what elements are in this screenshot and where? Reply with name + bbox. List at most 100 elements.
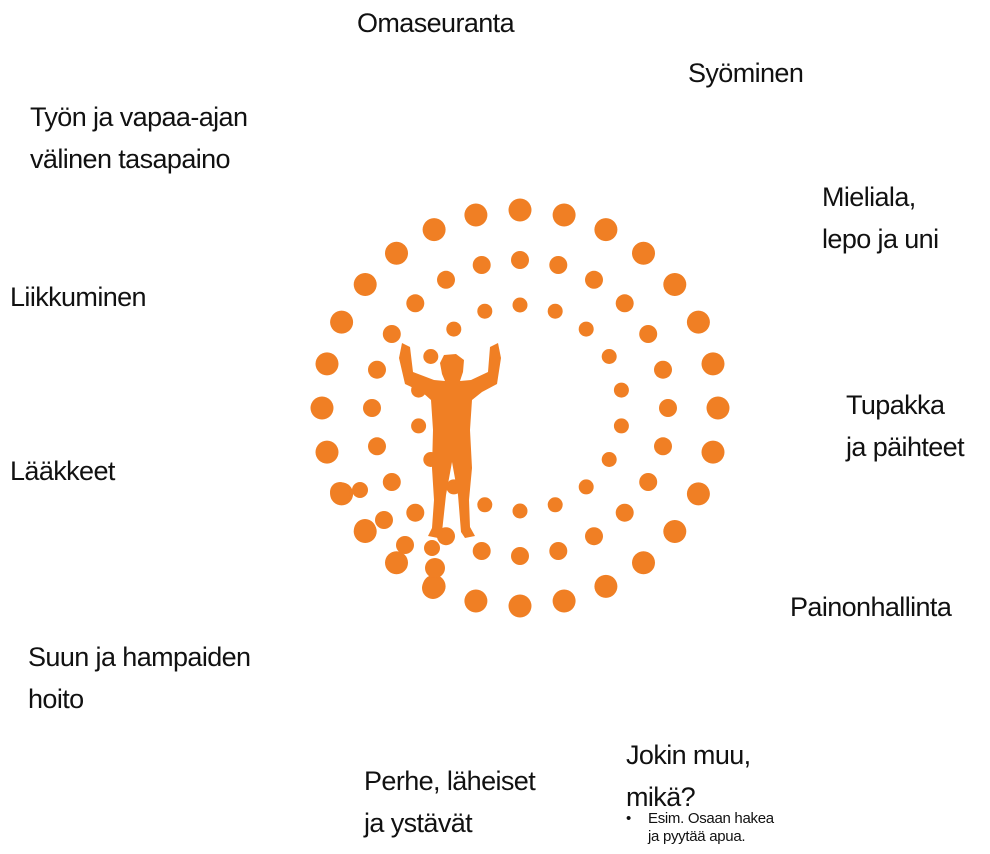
- topic-laakkeet[interactable]: Lääkkeet: [10, 450, 115, 492]
- topic-mood-rest-sleep-label-1: Mieliala,: [822, 176, 939, 218]
- topic-omaseuranta-label: Omaseuranta: [357, 2, 514, 44]
- topic-oral-health-label-1: Suun ja hampaiden: [28, 636, 250, 678]
- topic-oral-health-label-2: hoito: [28, 678, 250, 720]
- ring-3-dot: [579, 322, 594, 337]
- topic-work-life-balance-label-1: Työn ja vapaa-ajan: [30, 96, 247, 138]
- topic-mood-rest-sleep[interactable]: Mieliala, lepo ja uni: [822, 176, 939, 260]
- trailing-dot: [396, 536, 414, 554]
- ring-3-dot: [513, 504, 528, 519]
- trailing-dot: [422, 577, 444, 599]
- ring-2-dot: [549, 256, 567, 274]
- ring-1-dot: [385, 551, 408, 574]
- topic-tobacco-substances-label-2: ja päihteet: [846, 426, 964, 468]
- trailing-dot: [330, 482, 350, 502]
- topic-syominen-label: Syöminen: [688, 52, 803, 94]
- ring-2-dot: [654, 437, 672, 455]
- ring-1-dot: [707, 397, 730, 420]
- ring-3-dot: [602, 349, 617, 364]
- ring-2-dot: [406, 294, 424, 312]
- bullet-icon: •: [626, 810, 631, 828]
- topic-liikkuminen-label: Liikkuminen: [10, 276, 146, 318]
- topic-family-friends[interactable]: Perhe, läheiset ja ystävät: [364, 760, 535, 844]
- topic-omaseuranta[interactable]: Omaseuranta: [357, 2, 514, 44]
- topic-painonhallinta[interactable]: Painonhallinta: [790, 586, 951, 628]
- dot-rings: [311, 199, 730, 618]
- ring-2-dot: [549, 542, 567, 560]
- ring-1-dot: [330, 311, 353, 334]
- ring-2-dot: [659, 399, 677, 417]
- ring-3-dot: [614, 383, 629, 398]
- ring-1-dot: [687, 311, 710, 334]
- topic-work-life-balance-label-2: välinen tasapaino: [30, 138, 247, 180]
- ring-1-dot: [702, 352, 725, 375]
- ring-2-dot: [616, 504, 634, 522]
- ring-1-dot: [311, 397, 334, 420]
- topic-work-life-balance[interactable]: Työn ja vapaa-ajan välinen tasapaino: [30, 96, 247, 180]
- ring-2-dot: [473, 256, 491, 274]
- ring-2-dot: [363, 399, 381, 417]
- ring-3-dot: [423, 349, 438, 364]
- topic-laakkeet-label: Lääkkeet: [10, 450, 115, 492]
- ring-2-dot: [437, 271, 455, 289]
- trailing-dot: [375, 511, 393, 529]
- ring-1-dot: [594, 575, 617, 598]
- topic-tobacco-substances-label-1: Tupakka: [846, 384, 964, 426]
- ring-2-dot: [639, 325, 657, 343]
- topic-oral-health[interactable]: Suun ja hampaiden hoito: [28, 636, 250, 720]
- topic-syominen[interactable]: Syöminen: [688, 52, 803, 94]
- ring-2-dot: [654, 361, 672, 379]
- ring-2-dot: [585, 527, 603, 545]
- ring-1-dot: [702, 441, 725, 464]
- ring-2-dot: [473, 542, 491, 560]
- topic-other[interactable]: Jokin muu, mikä?: [626, 734, 751, 818]
- topic-family-friends-label-1: Perhe, läheiset: [364, 760, 535, 802]
- ring-3-dot: [477, 497, 492, 512]
- topic-other-label-1: Jokin muu,: [626, 734, 751, 776]
- ring-1-dot: [354, 273, 377, 296]
- ring-3-dot: [513, 298, 528, 313]
- ring-3-dot: [548, 304, 563, 319]
- topic-liikkuminen[interactable]: Liikkuminen: [10, 276, 146, 318]
- ring-2-dot: [511, 547, 529, 565]
- ring-3-dot: [602, 452, 617, 467]
- ring-2-dot: [511, 251, 529, 269]
- ring-3-dot: [411, 418, 426, 433]
- ring-1-dot: [509, 199, 532, 222]
- ring-3-dot: [614, 418, 629, 433]
- ring-1-dot: [594, 218, 617, 241]
- ring-3-dot: [579, 479, 594, 494]
- ring-2-dot: [383, 325, 401, 343]
- topic-painonhallinta-label: Painonhallinta: [790, 586, 951, 628]
- ring-2-dot: [368, 361, 386, 379]
- topic-mood-rest-sleep-label-2: lepo ja uni: [822, 218, 939, 260]
- ring-1-dot: [423, 218, 446, 241]
- ring-1-dot: [464, 590, 487, 613]
- ring-1-dot: [316, 352, 339, 375]
- ring-3-dot: [446, 322, 461, 337]
- ring-1-dot: [316, 441, 339, 464]
- ring-3-dot: [548, 497, 563, 512]
- trailing-dot: [352, 482, 368, 498]
- trailing-dot: [354, 519, 376, 541]
- ring-2-dot: [406, 504, 424, 522]
- topic-tobacco-substances[interactable]: Tupakka ja päihteet: [846, 384, 964, 468]
- ring-1-dot: [687, 482, 710, 505]
- topic-family-friends-label-2: ja ystävät: [364, 802, 535, 844]
- ring-1-dot: [553, 204, 576, 227]
- ring-1-dot: [663, 520, 686, 543]
- ring-1-dot: [464, 204, 487, 227]
- ring-3-dot: [477, 304, 492, 319]
- trailing-dot: [425, 558, 445, 578]
- ring-2-dot: [616, 294, 634, 312]
- ring-1-dot: [385, 242, 408, 265]
- ring-1-dot: [663, 273, 686, 296]
- ring-2-dot: [368, 437, 386, 455]
- example-note-line-1: Esim. Osaan hakea: [648, 810, 774, 828]
- ring-2-dot: [639, 473, 657, 491]
- ring-1-dot: [632, 551, 655, 574]
- ring-1-dot: [553, 590, 576, 613]
- ring-1-dot: [632, 242, 655, 265]
- ring-2-dot: [383, 473, 401, 491]
- ring-1-dot: [509, 595, 532, 618]
- trailing-dot: [424, 540, 440, 556]
